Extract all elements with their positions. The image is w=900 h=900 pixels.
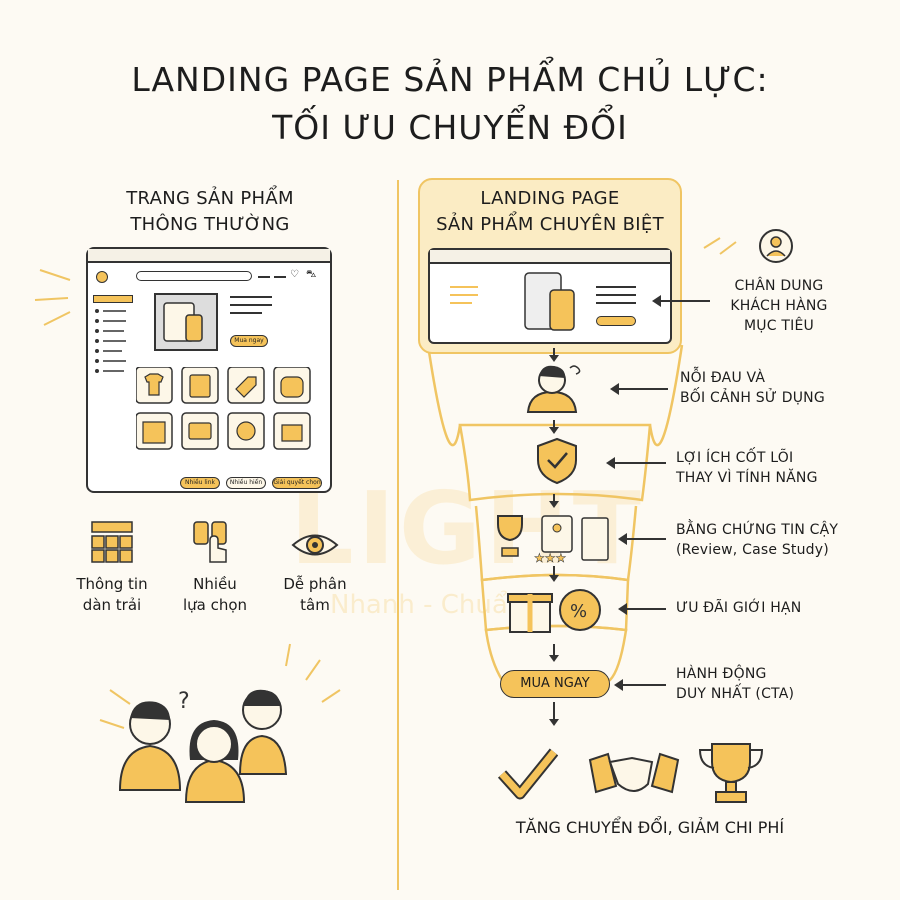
hand-choice-icon [193,521,227,563]
sidebar-menu [95,309,126,373]
step-label-proof: BẰNG CHỨNG TIN CẬY (Review, Case Study) [676,520,838,560]
step-label-benefit: LỢI ÍCH CỐT LÕI THAY VÌ TÍNH NĂNG [676,448,818,488]
svg-text:★★★: ★★★ [534,551,566,565]
feature-label-line1: Dễ phân [283,575,347,593]
product-desc-line [230,312,262,314]
nav-line [274,276,286,278]
callout-arrow [618,533,666,545]
tablet-phone-icon [163,302,203,342]
trust-badges-icon: ★★★ [497,515,609,565]
step-label-line: MỤC TIÊU [744,318,814,334]
spark-lines-left [34,269,71,326]
product-grid [136,367,311,450]
step-label-line: THAY VÌ TÍNH NĂNG [676,470,818,486]
feature-label-line2: tâm [300,596,330,614]
tablet-phone-icon [524,272,575,331]
text-line [450,286,478,288]
step-label-line: (Review, Case Study) [676,542,829,558]
shield-check-icon [537,437,577,485]
step-label-pain: NỖI ĐAU VÀ BỐI CẢNH SỬ DỤNG [680,368,825,408]
flow-arrow [549,348,559,362]
sidebar-active-item [93,295,133,303]
confused-people-illustration: ? [99,643,341,803]
browser-mockup-generic: ♡ ⛍ Mua ngay Nhiều link [86,247,332,493]
step-label-line: CHÂN DUNG [734,278,824,294]
flow-arrow [549,420,559,434]
pill-button[interactable]: Nhiều link [180,477,220,489]
generic-buy-button[interactable]: Mua ngay [230,335,268,347]
cart-icon: ⛍ [306,269,317,280]
step-label-line: NỖI ĐAU VÀ [680,370,766,386]
checkmark-icon [498,748,558,800]
page-title-line1: LANDING PAGE SẢN PHẨM CHỦ LỰC: [131,60,769,99]
logo-icon [96,271,108,283]
step-label-cta: HÀNH ĐỘNG DUY NHẤT (CTA) [676,664,794,704]
gift-discount-icon: % [507,589,601,633]
callout-arrow [606,457,666,469]
pill-button[interactable]: Nhiều hiển [226,477,266,489]
callout-arrow [614,679,666,691]
product-desc-line [230,304,272,306]
flow-arrow [549,702,559,726]
feature-label: Dễ phân tâm [265,574,365,616]
center-divider [397,180,399,890]
step-label-line: HÀNH ĐỘNG [676,666,767,682]
step-label-offer: ƯU ĐÃI GIỚI HẠN [676,598,801,618]
feature-label: Thông tin dàn trải [62,574,162,616]
product-image [154,293,218,351]
layout-grid-icon [91,521,133,563]
search-bar [136,271,252,281]
right-heading-line1: LANDING PAGE [480,188,620,209]
flow-arrow [549,644,559,662]
step-label-persona: CHÂN DUNG KHÁCH HÀNG MỤC TIÊU [714,276,844,336]
spark-lines-right [703,237,737,255]
left-heading-line2: THÔNG THƯỜNG [130,214,290,235]
left-heading: TRANG SẢN PHẨM THÔNG THƯỜNG [90,186,330,238]
text-line [450,302,472,304]
feature-label-line1: Thông tin [76,575,148,593]
right-heading-line2: SẢN PHẨM CHUYÊN BIỆT [436,214,664,235]
buy-now-button[interactable]: MUA NGAY [500,670,610,698]
text-line [596,302,636,304]
eye-icon [291,534,339,556]
handshake-icon [588,752,680,794]
feature-label-line2: dàn trải [82,596,142,614]
step-label-line: KHÁCH HÀNG [730,298,828,314]
target-person-icon [759,229,793,263]
callout-arrow [610,383,668,395]
text-line [596,294,636,296]
heart-icon: ♡ [290,269,299,280]
browser-titlebar [430,250,670,264]
text-line [450,294,478,296]
trophy-icon [698,743,764,803]
right-heading: LANDING PAGE SẢN PHẨM CHUYÊN BIỆT [418,186,682,238]
result-label: TĂNG CHUYỂN ĐỔI, GIẢM CHI PHÍ [515,818,785,837]
nav-line [258,276,270,278]
step-label-line: BẰNG CHỨNG TIN CẬY [676,522,839,538]
callout-arrow [652,295,710,307]
step-label-line: BỐI CẢNH SỬ DỤNG [680,390,825,406]
feature-label: Nhiều lựa chọn [165,574,265,616]
flow-arrow [549,566,559,582]
landing-cta-mini[interactable] [596,316,636,326]
page-title-line2: TỐI ƯU CHUYỂN ĐỔI [272,108,628,147]
feature-label-line1: Nhiều [193,575,237,593]
step-label-line: DUY NHẤT (CTA) [676,686,795,702]
product-title-line [230,296,272,298]
step-label-line: LỢI ÍCH CỐT LÕI [676,450,794,466]
stressed-person-icon [526,365,581,413]
svg-text:%: % [570,601,587,622]
svg-text:?: ? [178,689,190,714]
watermark-tagline: Nhanh - Chuẩn [330,590,525,620]
callout-arrow [618,603,666,615]
pill-button[interactable]: Giải quyết chọn [272,477,322,489]
browser-mockup-landing [428,248,672,344]
left-heading-line1: TRANG SẢN PHẨM [126,188,294,209]
flow-arrow [549,494,559,508]
step-label-line: ƯU ĐÃI GIỚI HẠN [676,600,802,616]
text-line [596,286,636,288]
browser-titlebar [88,249,330,263]
feature-label-line2: lựa chọn [182,596,248,614]
